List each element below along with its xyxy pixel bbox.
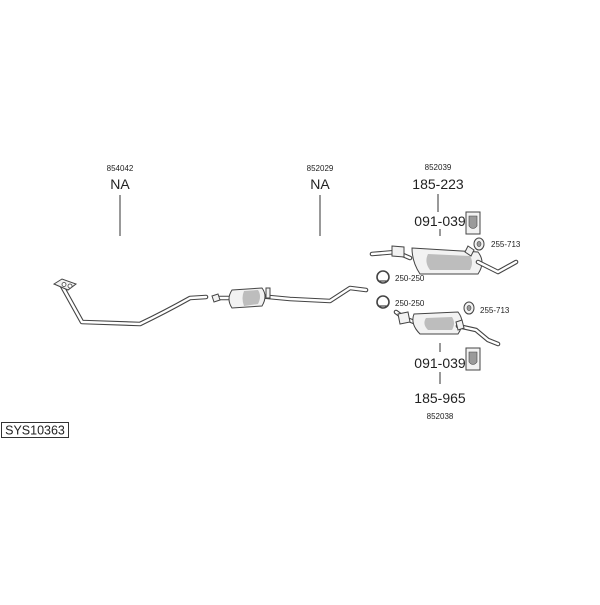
rear-top-label: 185-223 xyxy=(412,176,464,192)
rear-silencer-bottom-group[interactable]: 250-250 255-713 091-039 185-965 852038 xyxy=(376,295,510,421)
front-pipe-label: NA xyxy=(110,176,130,192)
mount-bracket-icon xyxy=(465,347,481,371)
mount-bracket-icon xyxy=(465,211,481,235)
middle-silencer-number: 852029 xyxy=(307,164,334,173)
rubber-hanger-icon xyxy=(473,237,485,251)
middle-silencer-hanger xyxy=(265,287,271,299)
middle-silencer-group[interactable]: 852029 NA xyxy=(211,164,369,309)
rear-top-clamp-label: 250-250 xyxy=(395,274,425,283)
rear-top-number: 852039 xyxy=(425,163,452,172)
front-pipe-number: 854042 xyxy=(107,164,134,173)
clamp-icon xyxy=(376,270,390,284)
system-code: SYS10363 xyxy=(5,424,65,438)
rear-bottom-mount-label: 091-039 xyxy=(414,355,466,371)
rear-bottom-clamp-label: 250-250 xyxy=(395,299,425,308)
rear-bottom-hanger-label: 255-713 xyxy=(480,306,510,315)
rear-top-mount-label: 091-039 xyxy=(414,213,466,229)
rear-silencer-top-group[interactable]: 852039 185-223 091-039 255-713 250-250 xyxy=(369,163,521,284)
rubber-hanger-icon xyxy=(463,301,475,315)
rear-top-hanger-label: 255-713 xyxy=(491,240,521,249)
front-pipe-shape xyxy=(59,283,209,327)
rear-bottom-number: 852038 xyxy=(427,412,454,421)
front-pipe-group[interactable]: 854042 NA xyxy=(52,164,209,327)
middle-silencer-label: NA xyxy=(310,176,330,192)
system-code-box: SYS10363 xyxy=(1,422,69,438)
rear-bottom-label: 185-965 xyxy=(414,390,466,406)
clamp-icon xyxy=(376,295,390,309)
